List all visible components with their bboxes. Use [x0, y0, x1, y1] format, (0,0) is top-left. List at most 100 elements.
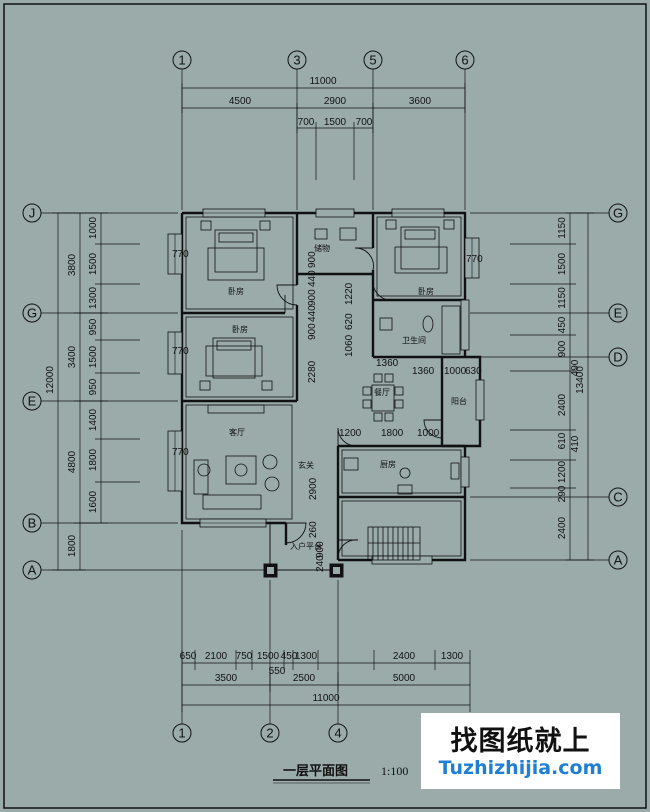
coffee-table-plant	[234, 463, 248, 477]
doors	[276, 247, 443, 559]
bed-nw-pillows	[218, 232, 254, 243]
dim-top-sub-3: 700	[356, 117, 373, 128]
furniture	[193, 219, 461, 510]
bed-ne	[400, 226, 440, 270]
dim-left-inner-9: 1600	[88, 490, 99, 513]
dim-in-2: 440	[307, 270, 318, 287]
dim-left-inner-5: 1500	[88, 345, 99, 368]
nightstand-nw-1	[200, 220, 212, 231]
dimension-lines-left	[52, 212, 140, 571]
dimension-lines-top	[181, 83, 466, 180]
dim-bottom-6: 1300	[295, 651, 318, 662]
dim-bottom-mid: 550	[269, 666, 286, 677]
dim-in-7: 1060	[344, 334, 355, 357]
room-label-balcony: 阳台	[451, 396, 467, 406]
room-label-kitchen: 厨房	[380, 459, 396, 469]
dim-left-inner-1: 1000	[88, 216, 99, 239]
dim-right-inner-9: 290	[557, 485, 568, 502]
stair	[367, 526, 421, 561]
dim-right-inner-2: 1500	[557, 252, 568, 275]
dim-in-18: 260	[308, 521, 319, 538]
dim-in-16: 1000	[417, 428, 440, 439]
dim-in-15: 1800	[381, 428, 404, 439]
window-mullions	[174, 212, 473, 524]
rug-nw	[207, 247, 265, 281]
dim-right-total: 13400	[575, 366, 586, 394]
dim-right-inner-4: 450	[557, 316, 568, 333]
window-north-3	[315, 208, 355, 218]
dim-left-inner-4: 950	[88, 318, 99, 335]
room-label-dining: 餐厅	[374, 388, 390, 397]
dim-top-sub-2: 1500	[324, 117, 347, 128]
dim-top-3: 3600	[409, 96, 432, 107]
washbasin	[379, 317, 393, 331]
dim-left-inner-2: 1500	[88, 252, 99, 275]
dim-right-inner-8: 1200	[557, 460, 568, 483]
nightstand-ne-1	[385, 219, 397, 230]
door-kitchen	[337, 427, 357, 447]
dim-left-outer-4: 1800	[67, 534, 78, 557]
dim-in-window-living: 770	[172, 447, 189, 458]
room-label-porch: 入户平台	[290, 541, 322, 551]
plant-living	[197, 463, 211, 477]
dim-right-inner-10: 410	[570, 435, 581, 452]
watermark-badge: 找图纸就上 Tuzhizhijia.com	[421, 713, 620, 789]
sheet-frame	[3, 3, 647, 809]
rug-w	[205, 345, 263, 377]
dim-in-3: 900	[307, 251, 318, 268]
dim-bottom-5: 450	[281, 651, 298, 662]
room-label-entry: 玄关	[298, 460, 314, 470]
dimension-text-top: 11000 4500 2900 3600 700 1500 700	[229, 76, 432, 128]
axis-label-right-G: G	[613, 206, 623, 221]
dim-in-17: 2900	[308, 477, 319, 500]
dim-right-inner-1: 1150	[557, 217, 568, 239]
dim-in-10: 1360	[376, 358, 399, 369]
dim-right-outer-1: 2400	[557, 393, 568, 416]
door-balcony	[423, 419, 443, 439]
dim-left-outer-1: 3800	[67, 253, 78, 276]
dim-in-6: 440	[307, 305, 318, 322]
nightstand-w-1	[199, 380, 211, 391]
dim-bottom-row2-3: 5000	[393, 673, 416, 684]
armchair-2	[264, 476, 280, 492]
axis-label-bottom-2: 2	[266, 726, 273, 741]
dim-in-19: 900	[315, 541, 326, 558]
armchair-1	[262, 454, 278, 470]
dim-in-5: 900	[307, 323, 318, 340]
bed-ne-pillows	[404, 229, 436, 240]
door-entry-platform	[337, 539, 359, 559]
axis-label-bottom-1: 1	[178, 726, 185, 741]
dim-top-2: 2900	[324, 96, 347, 107]
dim-left-total: 12000	[45, 366, 56, 394]
dim-in-window-w: 770	[172, 346, 189, 357]
dim-in-13: 630	[465, 366, 482, 377]
dim-in-20: 240	[315, 555, 326, 572]
dim-left-inner-7: 1400	[88, 408, 99, 431]
dim-in-9: 2280	[307, 360, 318, 383]
watermark-title: 找图纸就上	[450, 726, 591, 757]
axis-label-right-D: D	[613, 350, 622, 365]
kitchen-sink	[450, 462, 460, 480]
dim-top-1: 4500	[229, 96, 252, 107]
toilet	[422, 315, 434, 333]
axis-label-left-J: J	[29, 206, 36, 221]
axis-label-bottom-4: 4	[334, 726, 341, 741]
axis-label-left-E: E	[28, 394, 37, 409]
nightstand-ne-2	[443, 219, 455, 230]
axis-labels: 1 3 5 6 1 2 4 J G E B A G E D C A	[27, 53, 623, 741]
dim-in-14: 1200	[339, 428, 362, 439]
dim-in-window-ne: 770	[466, 254, 483, 265]
storage-shelf	[314, 228, 328, 240]
dim-right-inner-3: 1150	[557, 287, 568, 309]
dim-in-1: 900	[307, 289, 318, 306]
shower	[441, 305, 461, 355]
dim-top-total: 11000	[309, 76, 337, 87]
dimension-lines-right	[510, 212, 594, 561]
dim-bottom-row2-1: 3500	[215, 673, 238, 684]
dim-left-outer-2: 3400	[67, 345, 78, 368]
storage-box	[339, 227, 357, 241]
room-label-living: 客厅	[229, 427, 245, 437]
dim-bottom-row2-2: 2500	[293, 673, 316, 684]
dim-bottom-4: 1500	[257, 651, 280, 662]
